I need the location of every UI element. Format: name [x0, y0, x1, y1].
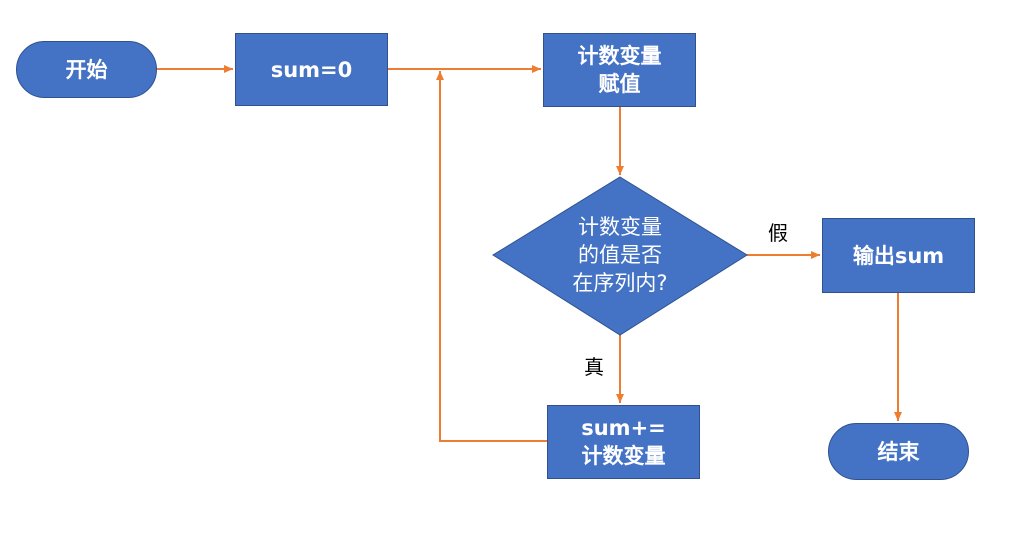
- decision-text: 计数变量 的值是否 在序列内?: [540, 213, 700, 297]
- decision-line-1: 计数变量: [578, 215, 662, 239]
- false-branch-label: 假: [768, 221, 788, 245]
- accumulate-process: sum+= 计数变量: [547, 405, 700, 479]
- start-terminal: 开始: [16, 41, 157, 98]
- decision-diamond: [492, 176, 748, 336]
- init-sum-label: sum=0: [270, 57, 353, 82]
- end-terminal: 结束: [828, 423, 969, 480]
- init-sum-process: sum=0: [235, 33, 388, 106]
- assign-counter-line-1: 计数变量: [577, 44, 662, 68]
- decision-line-2: 的值是否: [578, 243, 662, 267]
- assign-counter-line-2: 赋值: [598, 72, 641, 96]
- decision-line-3: 在序列内?: [572, 271, 668, 295]
- accumulate-line-2: 计数变量: [581, 444, 666, 468]
- end-label: 结束: [877, 439, 920, 464]
- assign-counter-process: 计数变量 赋值: [543, 33, 696, 107]
- output-sum-label: 输出sum: [852, 243, 945, 268]
- edge-accumulate-loop-back: [436, 71, 547, 442]
- accumulate-line-1: sum+=: [581, 416, 666, 440]
- start-label: 开始: [65, 57, 108, 82]
- output-sum-process: 输出sum: [822, 218, 975, 293]
- true-branch-label: 真: [584, 355, 604, 379]
